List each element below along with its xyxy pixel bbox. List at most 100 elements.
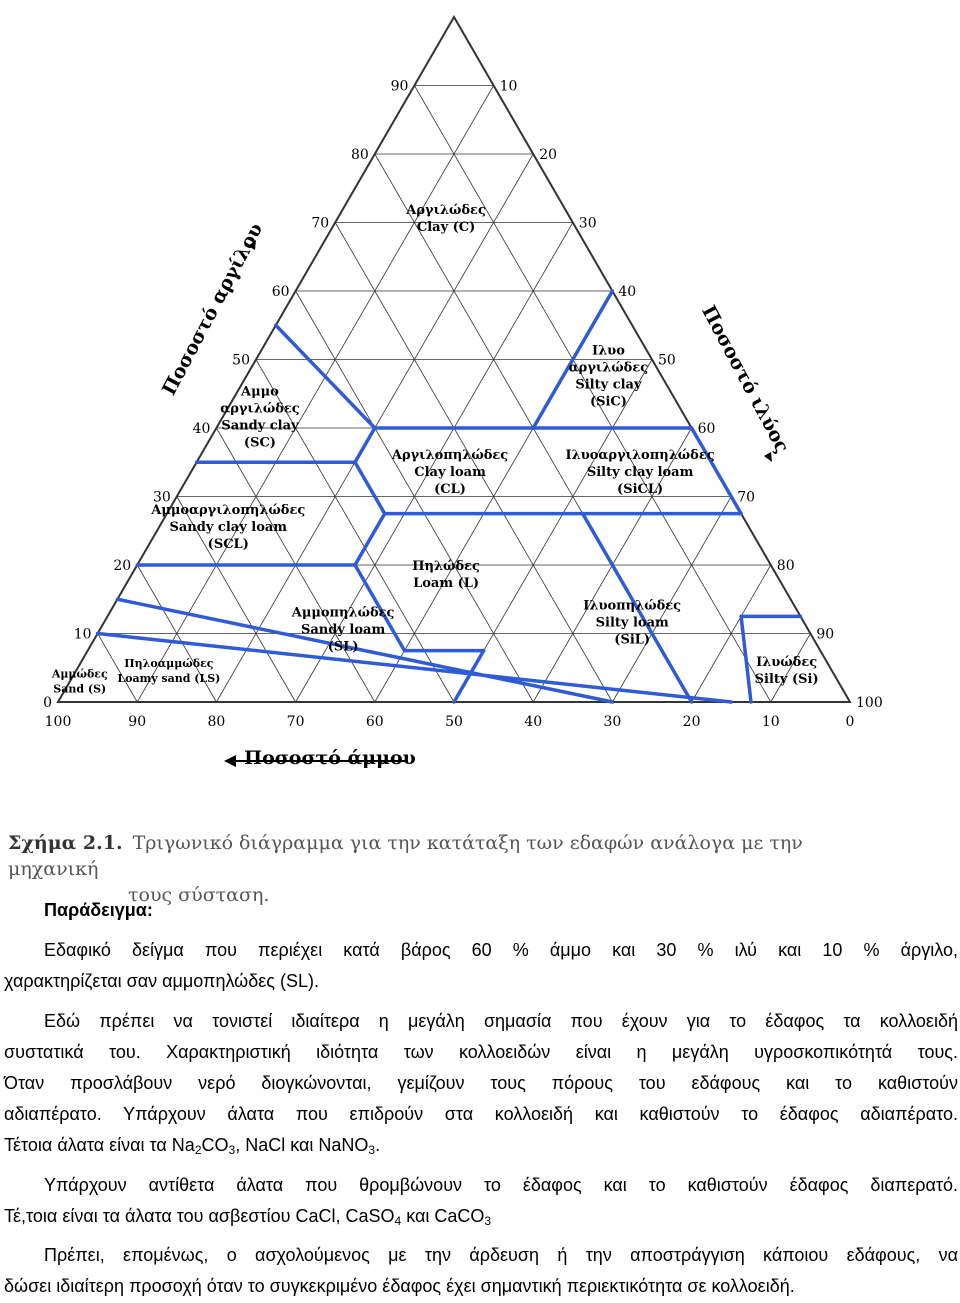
region-label-line: (SiCL) — [617, 482, 663, 497]
class-boundary-line — [531, 289, 615, 430]
class-boundary-line — [274, 323, 377, 430]
grid-line-sand — [136, 564, 217, 703]
caption-line-1: Τριγωνικό διάγραμμα για την κατάταξη των… — [8, 832, 803, 880]
tick-label-clay: 0 — [43, 695, 52, 711]
tick-label-sand: 20 — [683, 714, 701, 730]
paragraph-conclusion: Πρέπει, επομένως, ο ασχολούμενος με την … — [4, 1240, 958, 1302]
tick-label-silt: 30 — [579, 216, 597, 232]
p1-line-1: Εδαφικό δείγμα που περιέχει κατά βάρος 6… — [44, 940, 958, 960]
p2-line-5-b: CO — [201, 1135, 229, 1155]
region-label-line: Ιλυώδες — [756, 655, 817, 670]
class-boundary-line — [353, 460, 387, 516]
region-label-line: Loam (L) — [413, 576, 479, 591]
grid-line-silt — [770, 633, 811, 703]
tick-label-clay: 70 — [311, 216, 329, 232]
tick-label-silt: 40 — [618, 284, 636, 300]
p3-line-2-b: και CaCO — [401, 1206, 485, 1226]
tick-label-clay: 10 — [74, 627, 92, 643]
axis-clay: Ποσοστό αργίλου — [158, 219, 267, 398]
tick-label-silt: 60 — [698, 421, 716, 437]
region-label-line: (SL) — [328, 640, 359, 655]
p4-line-2: δώσει ιδιαίτερη προσοχή όταν το συγκεκρι… — [4, 1276, 795, 1296]
region-label-line: αργιλώδες — [220, 402, 300, 417]
p2-line-1: Εδώ πρέπει να τονιστεί ιδιαίτερα η μεγάλ… — [44, 1011, 958, 1031]
p2-sub-1: 2 — [194, 1143, 202, 1157]
tick-label-sand: 30 — [603, 714, 621, 730]
axis-silt: Ποσοστό ιλύος — [697, 302, 793, 462]
tick-label-clay: 30 — [153, 490, 171, 506]
axis-sand-label: Ποσοστό άμμου — [244, 747, 416, 769]
tick-label-silt: 100 — [856, 695, 883, 711]
p2-sub-3: 3 — [368, 1143, 376, 1157]
region-label-line: Clay (C) — [417, 220, 475, 235]
grid-line-sand — [334, 222, 613, 703]
region-label-line: (CL) — [434, 482, 466, 497]
p2-line-5-a: Τέτοια άλατα είναι τα Na — [4, 1135, 195, 1155]
axis-clay-arrow-icon — [248, 240, 256, 250]
p1-line-2: χαρακτηρίζεται σαν αμμοπηλώδες (SL). — [4, 971, 319, 991]
axis-silt-arrow-icon — [764, 452, 772, 462]
region-label-line: Sandy clay — [221, 419, 299, 434]
p2-line-2: συστατικά του. Χαρακτηριστική ιδιότητα τ… — [4, 1042, 958, 1062]
paragraph-salts: Υπάρχουν αντίθετα άλατα που θρομβώνουν τ… — [4, 1170, 958, 1232]
grid-line-sand — [97, 633, 138, 703]
grid-line-sand — [414, 85, 772, 703]
region-label-line: Sand (S) — [53, 682, 106, 695]
region-label-line: Αργιλοπηλώδες — [391, 448, 508, 463]
region-label-line: Silty clay loam — [587, 465, 694, 480]
region-label-line: Sandy loam — [301, 623, 385, 638]
region-label-line: Αμμοαργιλοπηλώδες — [150, 503, 305, 518]
region-label-line: Αργιλώδες — [405, 203, 486, 218]
p2-line-5-c: , NaCl και NaNO — [235, 1135, 369, 1155]
tick-label-silt: 90 — [816, 627, 834, 643]
class-boundary-line — [689, 426, 743, 516]
tick-label-silt: 50 — [658, 353, 676, 369]
axis-sand-arrow-icon — [224, 755, 236, 767]
tick-label-sand: 80 — [207, 714, 225, 730]
region-label-line: Ιλυοαργιλοπηλώδες — [566, 448, 715, 463]
p2-line-3: Όταν προσλάβουν νερό διογκώνονται, γεμίζ… — [4, 1073, 958, 1093]
grid-line-silt — [453, 359, 653, 703]
region-label-line: (SiL) — [614, 633, 650, 648]
class-boundary-line — [115, 597, 615, 704]
p2-line-5-d: . — [375, 1135, 381, 1155]
class-boundary-line — [353, 426, 377, 464]
tick-label-silt: 70 — [737, 490, 755, 506]
region-label-line: Silty loam — [596, 616, 669, 631]
region-label-line: Πηλώδες — [412, 559, 480, 574]
region-label-line: Clay loam — [414, 465, 486, 480]
tick-label-silt: 10 — [500, 79, 518, 95]
region-label-line: Loamy sand (LS) — [117, 672, 220, 685]
axis-sand: Ποσοστό άμμου — [224, 747, 416, 769]
tick-label-clay: 90 — [391, 79, 409, 95]
paragraph-example: Εδαφικό δείγμα που περιέχει κατά βάρος 6… — [4, 935, 958, 997]
tick-label-clay: 60 — [272, 284, 290, 300]
grid-line-silt — [136, 85, 494, 703]
tick-label-sand: 60 — [366, 714, 384, 730]
region-label-line: Αμμώδες — [51, 667, 108, 680]
class-boundaries — [95, 289, 803, 704]
tick-label-sand: 50 — [445, 714, 463, 730]
tick-label-clay: 20 — [113, 558, 131, 574]
grid-line-silt — [295, 222, 574, 703]
tick-label-sand: 10 — [762, 714, 780, 730]
class-boundary-line — [640, 614, 694, 704]
grid-line-silt — [691, 564, 772, 703]
p2-line-5: Τέτοια άλατα είναι τα Na2CO 3, NaCl και N… — [4, 1130, 958, 1161]
region-label-line: Silty clay — [575, 378, 642, 393]
region-label-line: Αμμο — [240, 385, 279, 400]
tick-label-sand: 100 — [45, 714, 72, 730]
region-label-line: αργιλώδες — [569, 361, 649, 376]
example-heading: Παράδειγμα: — [44, 900, 153, 920]
class-boundary-line — [452, 648, 486, 704]
region-label-line: Sandy clay loam — [169, 520, 287, 535]
tick-label-clay: 80 — [351, 147, 369, 163]
